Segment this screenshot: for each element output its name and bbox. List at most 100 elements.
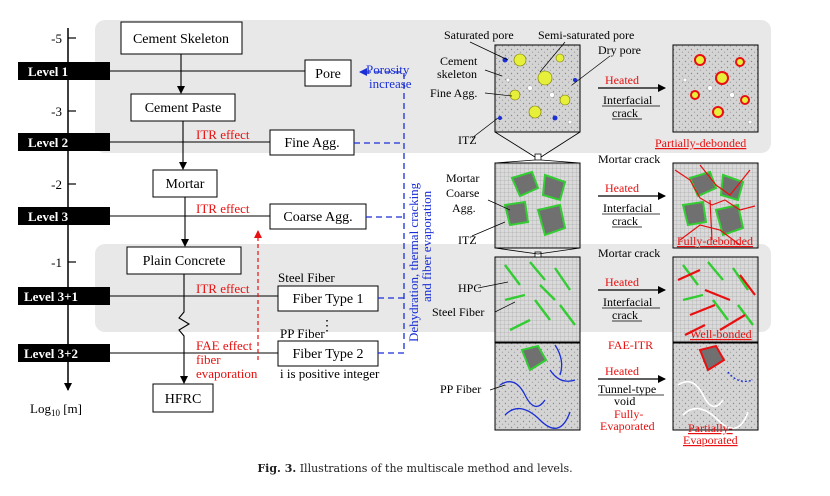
svg-text:PP Fiber: PP Fiber [440,382,481,396]
mortar-heated-micro [672,162,759,249]
pore-box [304,59,352,87]
svg-text:HPC: HPC [458,281,481,295]
svg-text:Fully-: Fully- [614,407,643,421]
svg-text:Fine Agg.: Fine Agg. [430,86,477,100]
svg-text:Level 3+2: Level 3+2 [24,346,78,361]
hpc-steel-micro [494,256,581,343]
itr-effect-label: ITR effect [196,127,250,142]
figure-caption: Fig. 3. Illustrations of the multiscale … [0,462,830,475]
svg-text:Partially-debonded: Partially-debonded [655,136,746,150]
svg-text:FAE-ITR: FAE-ITR [608,338,653,352]
level-lines [110,70,305,354]
svg-text:void: void [614,394,635,408]
result-labels: Partially-debonded Fully-debonded Well-b… [655,136,753,447]
mortar-box [152,169,218,198]
svg-text:Semi-saturated pore: Semi-saturated pore [538,28,634,42]
svg-text:crack: crack [612,106,638,120]
fiber-type1-text: Fiber Type 1 [292,292,363,307]
tick-label: -2 [51,177,62,192]
svg-text:Heated: Heated [605,275,639,289]
porosity-label: Porosity [366,62,410,77]
svg-text:Interfacial: Interfacial [603,295,653,309]
label-pointers [469,41,611,391]
svg-text:Interfacial: Interfacial [603,201,653,215]
svg-text:Fully-debonded: Fully-debonded [677,234,753,248]
cement-paste-heated-micro [672,44,759,133]
vertical-process-label: Dehydration, thermal cracking and fiber … [406,182,434,342]
cement-paste-micro [494,44,581,133]
level-label-1: Level 1 [18,62,110,80]
svg-text:Dry pore: Dry pore [598,43,641,57]
hpc-heated-micro [672,256,759,343]
svg-text:Level 1: Level 1 [28,64,68,79]
level-label-2: Level 2 [18,133,110,151]
tick-label: -3 [51,104,62,119]
svg-text:Mortar crack: Mortar crack [598,246,660,260]
positive-integer-note: i is positive integer [280,366,380,381]
plain-concrete-text: Plain Concrete [143,254,226,269]
zoom-connectors [494,131,581,258]
level-label-3-2: Level 3+2 [18,344,110,362]
svg-text:and fiber evaporation: and fiber evaporation [419,190,434,302]
svg-text:Evaporated: Evaporated [683,433,738,447]
caption-label: Fig. 3. [257,462,297,475]
svg-text:Steel Fiber: Steel Fiber [432,305,484,319]
fine-agg-text: Fine Agg. [284,136,339,151]
pp-fiber-micro [494,342,581,431]
svg-text:Partially-: Partially- [688,421,733,435]
svg-text:Cement: Cement [440,54,478,68]
coarse-agg-text: Coarse Agg. [283,210,352,225]
svg-text:Level 3: Level 3 [28,209,69,224]
itr-effect-label: ITR effect [196,201,250,216]
hierarchy-arrows [177,54,191,384]
pp-fiber-title: PP Fiber [280,326,325,341]
vertical-dots: ⋮ [320,319,334,334]
cement-skeleton-text: Cement Skeleton [133,32,229,47]
svg-text:crack: crack [612,214,638,228]
mortar-text: Mortar [166,177,205,192]
pp-fiber-heated-micro [672,342,759,431]
axis-label: Log10 [m] [30,401,82,418]
svg-text:Mortar: Mortar [446,171,479,185]
fine-agg-box [269,129,355,156]
band-level3-1 [95,244,771,332]
svg-text:Agg.: Agg. [452,201,476,215]
svg-text:skeleton: skeleton [437,67,477,81]
itr-effect-label: ITR effect [196,281,250,296]
svg-text:ITZ: ITZ [458,133,477,147]
micro-labels: Saturated pore Semi-saturated pore Dry p… [430,28,660,396]
svg-text:Coarse: Coarse [446,186,479,200]
mortar-micro [494,162,581,249]
svg-text:Mortar crack: Mortar crack [598,152,660,166]
svg-text:Level 3+1: Level 3+1 [24,289,78,304]
fae-effect-label: FAE effect [196,338,253,353]
heated-arrows [598,84,666,383]
underlines [598,105,664,396]
band-level1-2 [95,20,771,153]
pore-text: Pore [315,67,341,82]
fiber-type2-text: Fiber Type 2 [292,347,363,362]
hfrc-text: HFRC [165,392,202,407]
svg-text:Tunnel-type: Tunnel-type [598,382,656,396]
steel-fiber-title: Steel Fiber [278,270,335,285]
fiber-type1-box [277,285,379,312]
svg-text:Heated: Heated [605,181,639,195]
axis-ticks [68,37,76,263]
hfrc-box [152,383,214,413]
tick-label: -1 [51,255,62,270]
svg-text:Well-bonded: Well-bonded [690,327,752,341]
svg-text:Heated: Heated [605,73,639,87]
caption-text: Illustrations of the multiscale method a… [299,462,573,475]
svg-text:Level 2: Level 2 [28,135,68,150]
svg-text:ITZ: ITZ [458,233,477,247]
svg-text:Interfacial: Interfacial [603,93,653,107]
svg-text:crack: crack [612,308,638,322]
svg-text:Heated: Heated [605,364,639,378]
svg-text:Evaporated: Evaporated [600,419,655,433]
cement-paste-text: Cement Paste [145,101,222,116]
blue-dashed-connectors [354,68,405,354]
cement-skeleton-box [120,21,243,55]
fiber-label: fiber [196,352,221,367]
level-label-3: Level 3 [18,207,110,225]
